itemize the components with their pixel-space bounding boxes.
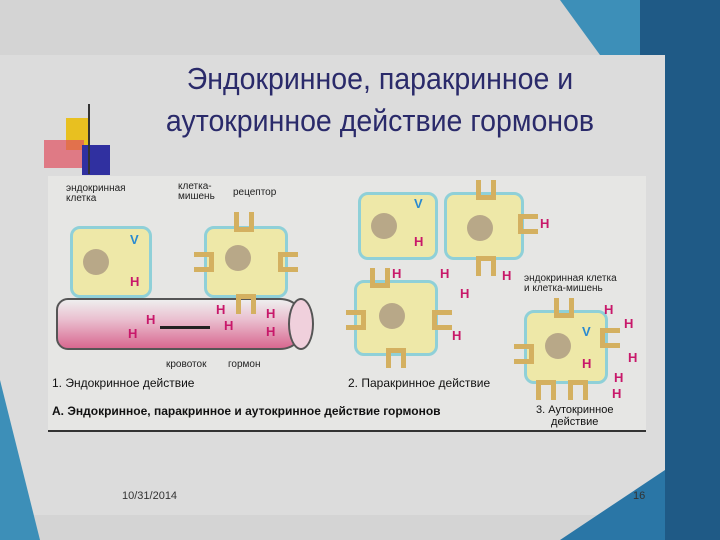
hormone: H (414, 234, 424, 249)
slide-title: Эндокринное, паракринное и аутокринное д… (122, 58, 637, 142)
receptor-icon (236, 294, 256, 314)
hormone-action-diagram: эндокринная клетка клетка- мишень рецепт… (48, 176, 646, 432)
caption-endocrine: 1. Эндокринное действие (52, 376, 195, 390)
receptor-icon (278, 252, 298, 272)
receptor-icon (346, 310, 366, 330)
deco-blue-square (82, 145, 110, 175)
caption-main: А. Эндокринное, паракринное и аутокринно… (52, 404, 441, 418)
receptor-icon (432, 310, 452, 330)
hormone: H (392, 266, 402, 281)
slide-date: 10/31/2014 (122, 490, 178, 502)
receptor-icon (370, 268, 390, 288)
label-bloodstream: кровоток (166, 359, 207, 370)
vesicle: V (582, 324, 591, 339)
receptor-icon (234, 212, 254, 232)
label-endocrine-cell: эндокринная клетка (66, 183, 126, 204)
hormone: H (628, 350, 638, 365)
title-line-2: аутокринное действие гормонов (165, 103, 595, 138)
target-cell (444, 192, 524, 260)
hormone: H (216, 302, 226, 317)
receptor-icon (476, 256, 496, 276)
hormone: H (224, 318, 234, 333)
title-line-1: Эндокринное, паракринное и (186, 61, 574, 96)
caption-paracrine: 2. Паракринное действие (348, 376, 491, 390)
hormone: H (460, 286, 470, 301)
receptor-icon (514, 344, 534, 364)
receptor-icon (518, 214, 538, 234)
deco-vertical-line (88, 104, 90, 174)
paracrine-cell (358, 192, 438, 260)
hormone: H (440, 266, 450, 281)
hormone: H (612, 386, 622, 401)
autocrine-cell (524, 310, 608, 384)
hormone: H (266, 306, 276, 321)
label-endocrine-target-cell: эндокринная клетка и клетка-мишень (524, 273, 617, 294)
hormone: H (582, 356, 592, 371)
receptor-icon (386, 348, 406, 368)
hormone: H (624, 316, 634, 331)
hormone: H (604, 302, 614, 317)
target-cell (204, 226, 288, 298)
hormone: H (128, 326, 138, 341)
hormone: H (266, 324, 276, 339)
receptor-icon (554, 298, 574, 318)
slide-number: 16 (633, 490, 646, 502)
blood-vessel-end (288, 298, 314, 350)
hormone: H (146, 312, 156, 327)
receptor-icon (476, 180, 496, 200)
caption-autocrine: 3. Аутокринное действие (536, 404, 614, 428)
vesicle: V (414, 196, 423, 211)
divider (48, 430, 646, 432)
hormone: H (502, 268, 512, 283)
receptor-icon (194, 252, 214, 272)
target-cell (354, 280, 438, 356)
hormone: H (130, 274, 140, 289)
receptor-icon (536, 380, 556, 400)
label-target-cell: клетка- мишень (178, 181, 215, 202)
arrow-flow (160, 326, 210, 329)
receptor-icon (600, 328, 620, 348)
label-receptor: рецептор (233, 187, 277, 198)
hormone: H (540, 216, 550, 231)
vesicle: V (130, 232, 139, 247)
hormone: H (614, 370, 624, 385)
label-hormone: гормон (228, 359, 261, 370)
receptor-icon (568, 380, 588, 400)
hormone: H (452, 328, 462, 343)
endocrine-cell (70, 226, 152, 298)
deco-red-square (44, 140, 84, 168)
